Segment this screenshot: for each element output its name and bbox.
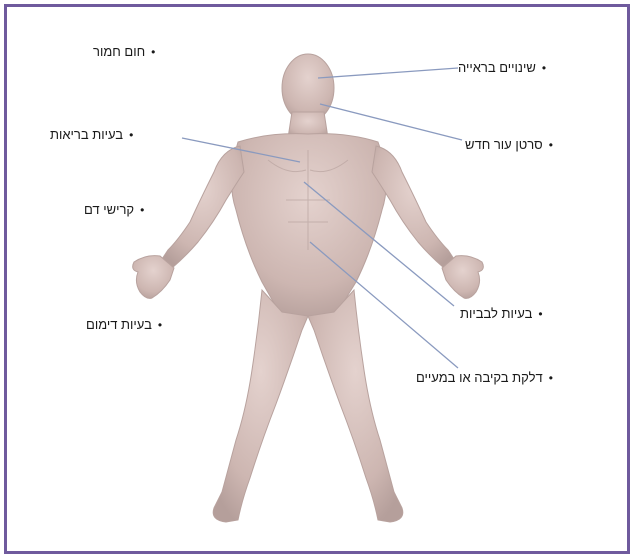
human-figure bbox=[133, 54, 484, 522]
torso bbox=[231, 134, 386, 316]
label-fever: •חום חמור bbox=[93, 44, 155, 59]
label-breathing: •בעיות בריאות bbox=[50, 127, 133, 142]
right-leg bbox=[308, 290, 403, 522]
right-arm bbox=[372, 146, 456, 268]
label-clots: •קרישי דם bbox=[84, 202, 144, 217]
left-leg bbox=[213, 290, 308, 522]
leader-vision bbox=[318, 68, 458, 78]
label-vision: •שינויים בראייה bbox=[458, 60, 546, 75]
label-bleeding: •בעיות דימום bbox=[86, 317, 162, 332]
label-gut: •דלקת בקיבה או במעיים bbox=[416, 370, 553, 385]
label-liver: •בעיות לבביות bbox=[460, 306, 543, 321]
left-arm bbox=[160, 146, 244, 268]
label-skin-cancer: •סרטן עור חדש bbox=[465, 137, 553, 152]
